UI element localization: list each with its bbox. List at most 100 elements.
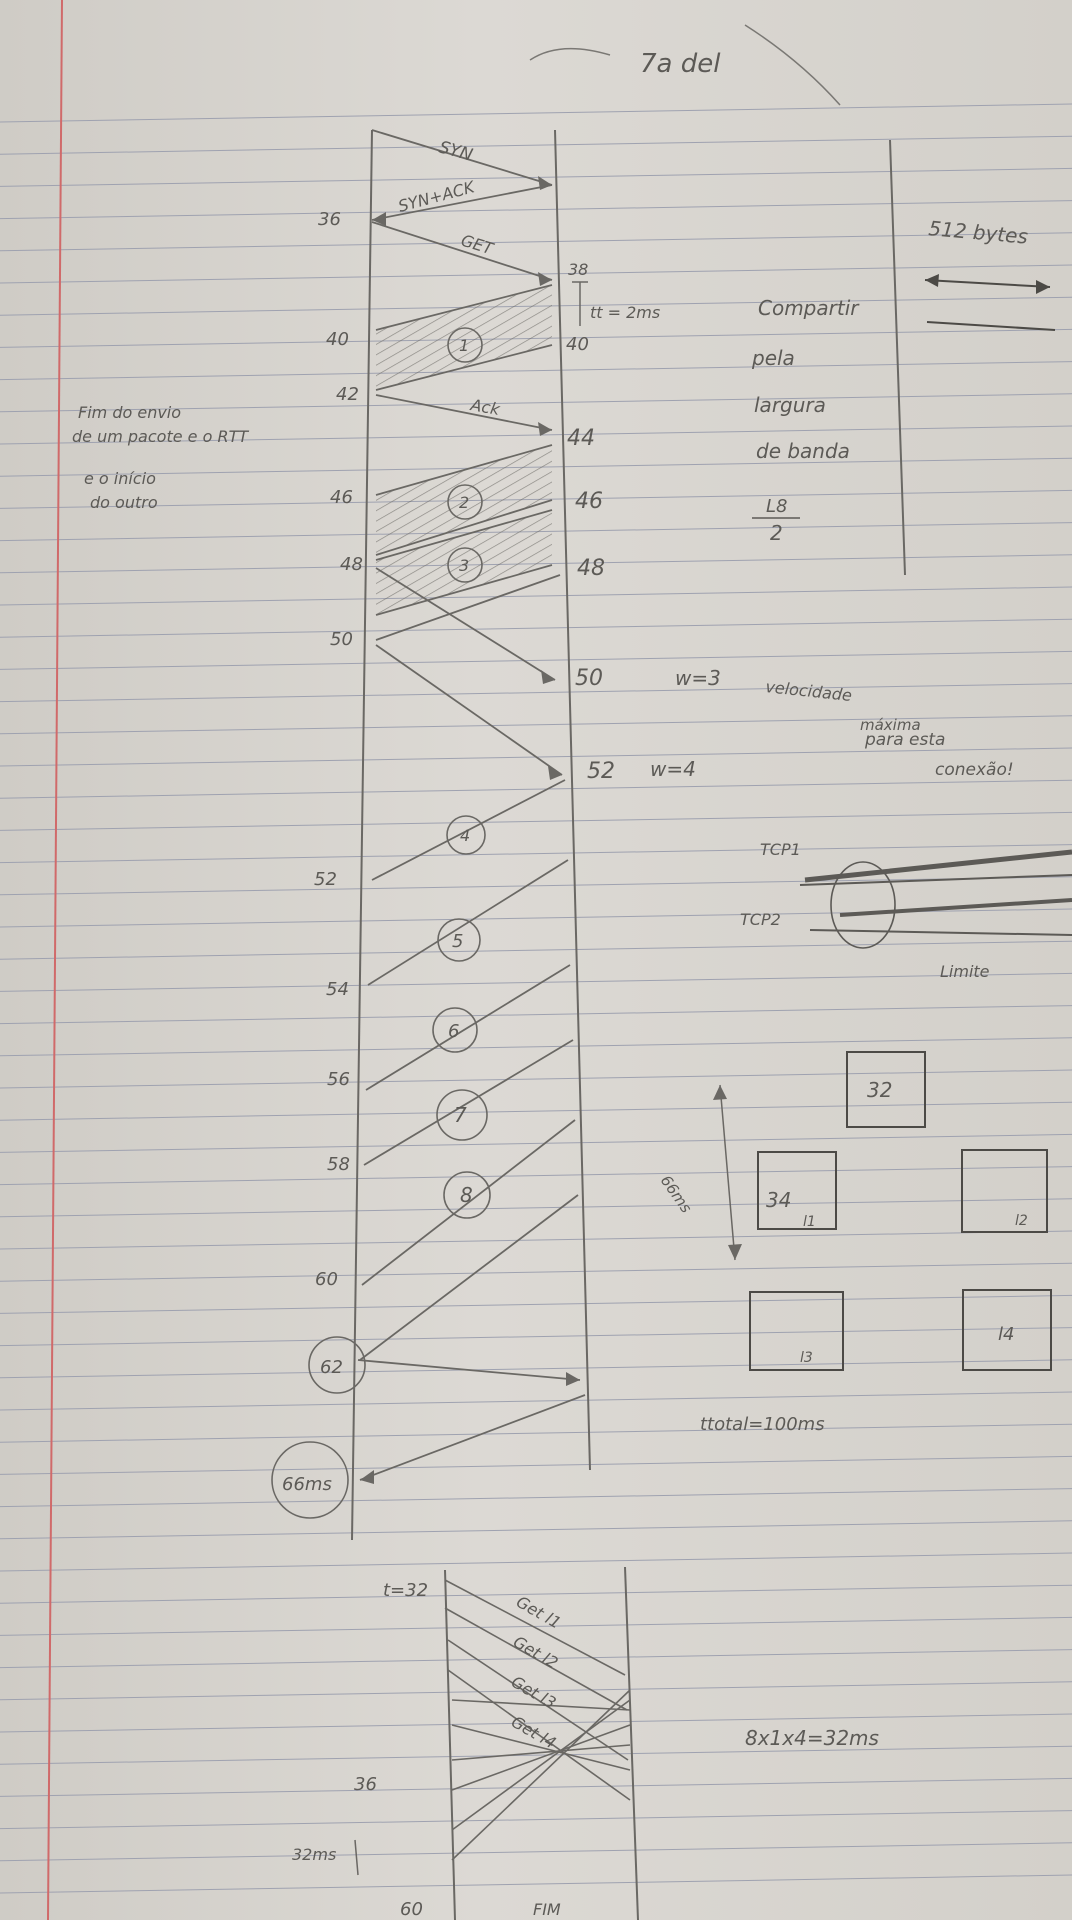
ruled-line — [0, 876, 1072, 896]
share-line1: Compartir — [758, 296, 860, 320]
speed-line2: máxima — [860, 716, 921, 734]
get-label: GET — [459, 231, 497, 259]
client-timeline — [351, 129, 373, 1541]
server-timeline — [554, 129, 591, 1471]
ruled-line — [0, 1520, 1072, 1540]
ruled-line — [0, 103, 1072, 123]
time-left-40: 40 — [326, 329, 349, 350]
ack-label: Ack — [468, 395, 502, 419]
packet-2-region — [376, 445, 552, 555]
box-height-label: 66ms — [657, 1172, 696, 1216]
ruled-line — [0, 1552, 1072, 1572]
box-l4: l4 — [998, 1324, 1014, 1345]
ruled-line — [0, 200, 1072, 220]
ruled-line — [0, 1713, 1072, 1733]
ruled-line — [0, 972, 1072, 992]
ruled-line — [0, 232, 1072, 252]
ruled-line — [0, 618, 1072, 638]
ruled-line — [0, 650, 1072, 670]
bottom-start-label: t=32 — [383, 1580, 428, 1601]
margin-line — [47, 0, 63, 1920]
time-right-48: 48 — [577, 556, 605, 581]
ruled-line — [0, 1842, 1072, 1862]
ruled-line — [0, 1262, 1072, 1282]
time-left-36: 36 — [318, 209, 341, 230]
total-time-label: ttotal=100ms — [700, 1414, 825, 1435]
time-left-50: 50 — [330, 629, 353, 650]
time-left-48: 48 — [340, 554, 363, 575]
time-left-46: 46 — [330, 487, 353, 508]
time-left-66ms: 66ms — [282, 1474, 332, 1495]
boxes — [749, 1051, 1052, 1371]
bottom-time-36: 36 — [354, 1774, 377, 1795]
top-title: 7a del — [640, 49, 721, 79]
synack-label: SYN+ACK — [396, 177, 478, 216]
ruled-line — [0, 1230, 1072, 1250]
ruled-line — [0, 586, 1072, 606]
packet-4: 4 — [460, 826, 470, 845]
bottom-time-60: 60 — [400, 1899, 423, 1920]
ruled-line — [0, 1455, 1072, 1475]
ruled-line — [0, 167, 1072, 187]
speed-line1: velocidade — [765, 677, 853, 705]
ruled-line — [0, 1069, 1072, 1089]
share-line3: largura — [754, 393, 826, 417]
side-divider — [889, 139, 906, 576]
ruled-line — [0, 844, 1072, 864]
message-arrows — [357, 129, 586, 1481]
syn-label: SYN — [437, 138, 475, 166]
get-l4-label: Get l4 — [508, 1712, 559, 1753]
ruled-line — [0, 715, 1072, 735]
w3-label: w=3 — [675, 666, 721, 690]
packet-7: 7 — [454, 1103, 467, 1127]
height-arrow — [719, 1084, 736, 1261]
time-right-44: 44 — [567, 426, 595, 451]
bottom-server-timeline — [624, 1566, 639, 1920]
tcp-sketch — [799, 849, 1072, 949]
packet-1: 1 — [459, 336, 469, 355]
bytes-label: 512 bytes — [928, 216, 1029, 249]
box-l3: l3 — [800, 1350, 813, 1366]
bottom-fim: FIM — [533, 1900, 561, 1919]
time-left-60: 60 — [315, 1269, 338, 1290]
time-left-62: 62 — [320, 1357, 343, 1378]
packet-1-region — [376, 285, 552, 390]
ruled-line — [0, 361, 1072, 381]
box-l2: l2 — [1015, 1213, 1028, 1229]
box-34: 34 — [766, 1188, 791, 1212]
bottom-calculation: 8x1x4=32ms — [745, 1726, 879, 1750]
ruled-line — [0, 1810, 1072, 1830]
ruled-line — [0, 1133, 1072, 1153]
time-right-52: 52 — [587, 759, 615, 784]
ruled-line — [0, 393, 1072, 413]
time-left-52: 52 — [314, 869, 337, 890]
time-right-46: 46 — [575, 489, 603, 514]
arrow-heads — [360, 176, 580, 1484]
ruled-line — [0, 1294, 1072, 1314]
packet-3: 3 — [459, 556, 469, 575]
box-l1: l1 — [803, 1214, 816, 1230]
packet-8: 8 — [460, 1183, 473, 1207]
margin-note-line1: Fim do envio — [78, 403, 181, 422]
ruled-lines — [0, 103, 1072, 1894]
speed-line4: conexão! — [935, 760, 1014, 780]
ruled-line — [0, 1584, 1072, 1604]
fraction-denominator: 2 — [770, 521, 783, 545]
bottom-time-32ms: 32ms — [292, 1845, 336, 1864]
time-right-50: 50 — [575, 666, 603, 691]
ruled-line — [0, 779, 1072, 799]
tcp2-label: TCP2 — [740, 910, 781, 929]
ruled-line — [0, 1359, 1072, 1379]
margin-note-line2: de um pacote e o RTT — [72, 427, 249, 446]
w4-label: w=4 — [650, 757, 696, 781]
packet-2: 2 — [459, 493, 469, 512]
time-left-56: 56 — [327, 1069, 350, 1090]
ruled-line — [0, 1777, 1072, 1797]
margin-note-line4: do outro — [90, 493, 158, 512]
ruled-line — [0, 1198, 1072, 1218]
ruled-line — [0, 683, 1072, 703]
ruled-line — [0, 135, 1072, 155]
top-curve-right — [744, 24, 841, 106]
ruled-line — [0, 940, 1072, 960]
